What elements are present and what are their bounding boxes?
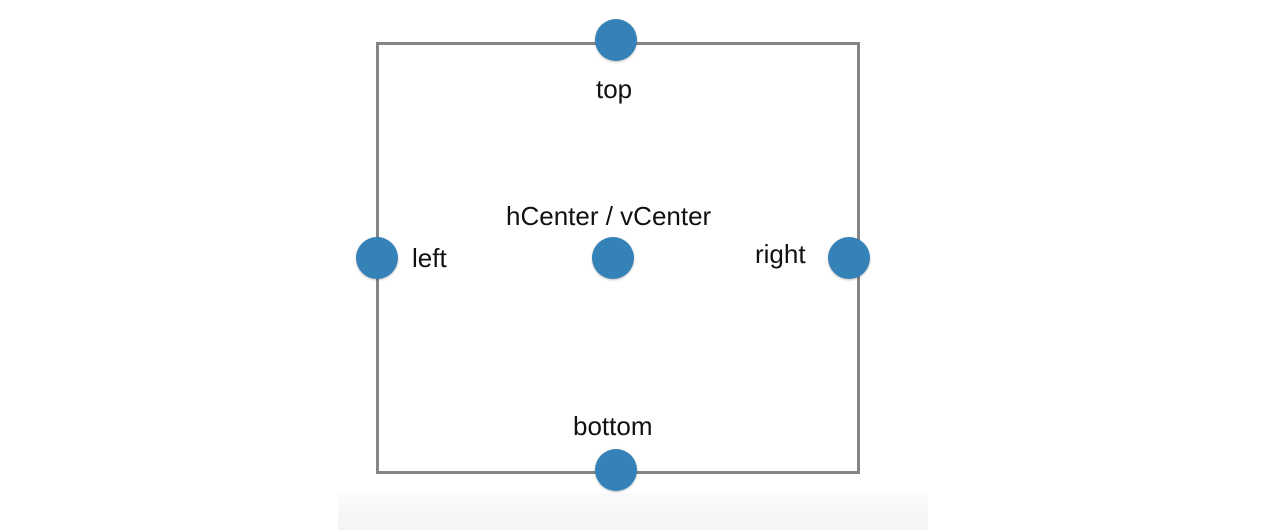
top-label: top	[596, 74, 633, 104]
center-anchor-dot	[592, 237, 634, 279]
bottom-anchor-dot	[595, 449, 637, 491]
left-anchor-dot	[356, 237, 398, 279]
top-anchor-dot	[595, 19, 637, 61]
bottom-fade	[338, 493, 928, 530]
bottom-label: bottom	[573, 411, 653, 441]
right-label: right	[755, 239, 806, 269]
left-label: left	[412, 243, 447, 273]
center-label: hCenter / vCenter	[506, 201, 712, 231]
right-anchor-dot	[828, 237, 870, 279]
